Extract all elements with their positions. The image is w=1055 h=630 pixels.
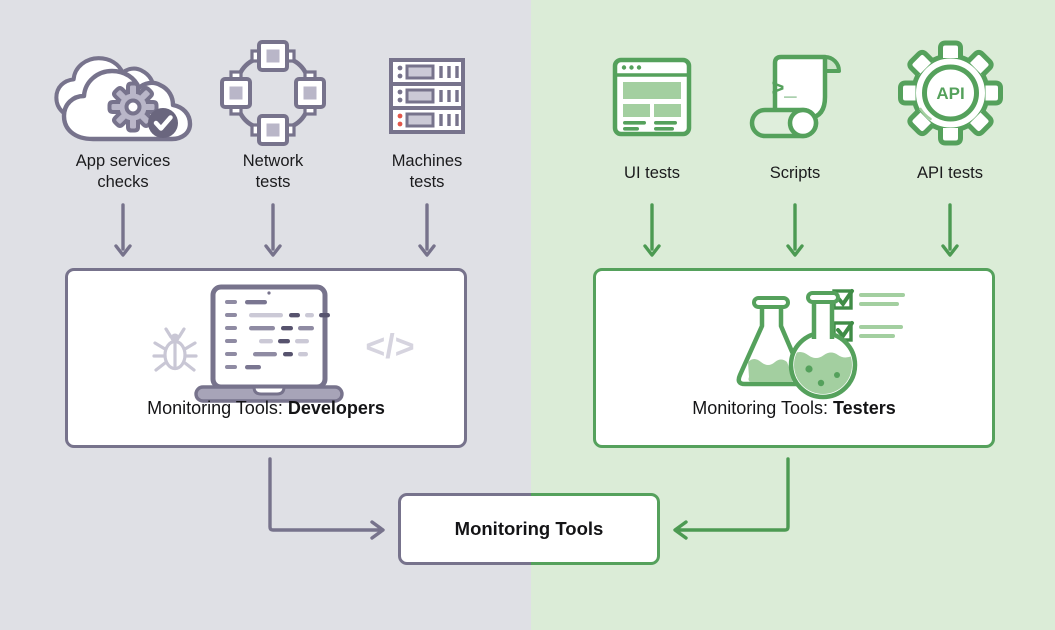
api-glyph: API [936, 84, 964, 103]
network-nodes-icon [220, 40, 326, 146]
code-lines [245, 300, 330, 370]
round-flask [788, 291, 858, 400]
alert-dot [397, 113, 403, 119]
monitoring-tools-testers-box: Monitoring Tools: Testers [593, 268, 995, 448]
cloud-gear-check-icon [54, 56, 193, 142]
check-badge-icon [148, 108, 178, 138]
flasks-icon [736, 289, 905, 400]
developers-box-label: Monitoring Tools: Developers [147, 398, 385, 418]
label-network-tests: Network tests [242, 152, 304, 191]
script-scroll-icon: >_ [749, 54, 841, 139]
api-gear-icon: API [898, 40, 1003, 146]
alert-dot [397, 121, 403, 127]
label-app-services-checks: App services checks [75, 152, 171, 191]
bug-icon [152, 327, 198, 372]
code-brackets-icon: </> [365, 328, 414, 366]
label-api-tests: API tests [916, 164, 984, 182]
laptop-code-icon: </> [152, 284, 415, 403]
final-box-border-left [398, 493, 531, 565]
final-box-label: Monitoring Tools [454, 518, 604, 539]
testers-box-label: Monitoring Tools: Testers [692, 398, 896, 418]
browser-window-icon [612, 57, 692, 137]
label-machines-tests: Machines tests [391, 152, 463, 191]
checklist-icon [832, 289, 905, 342]
monitoring-tools-final-box: Monitoring Tools [398, 493, 660, 565]
label-ui-tests: UI tests [624, 164, 680, 182]
label-scripts: Scripts [769, 164, 821, 182]
gear-icon [107, 81, 159, 133]
final-box-border-right [531, 493, 660, 565]
server-stack-icon [389, 58, 465, 134]
monitoring-tools-developers-box: </> Monitoring Tools: Developers [65, 268, 467, 448]
final-box-fill [398, 493, 660, 565]
terminal-prompt-glyph: >_ [771, 75, 797, 100]
